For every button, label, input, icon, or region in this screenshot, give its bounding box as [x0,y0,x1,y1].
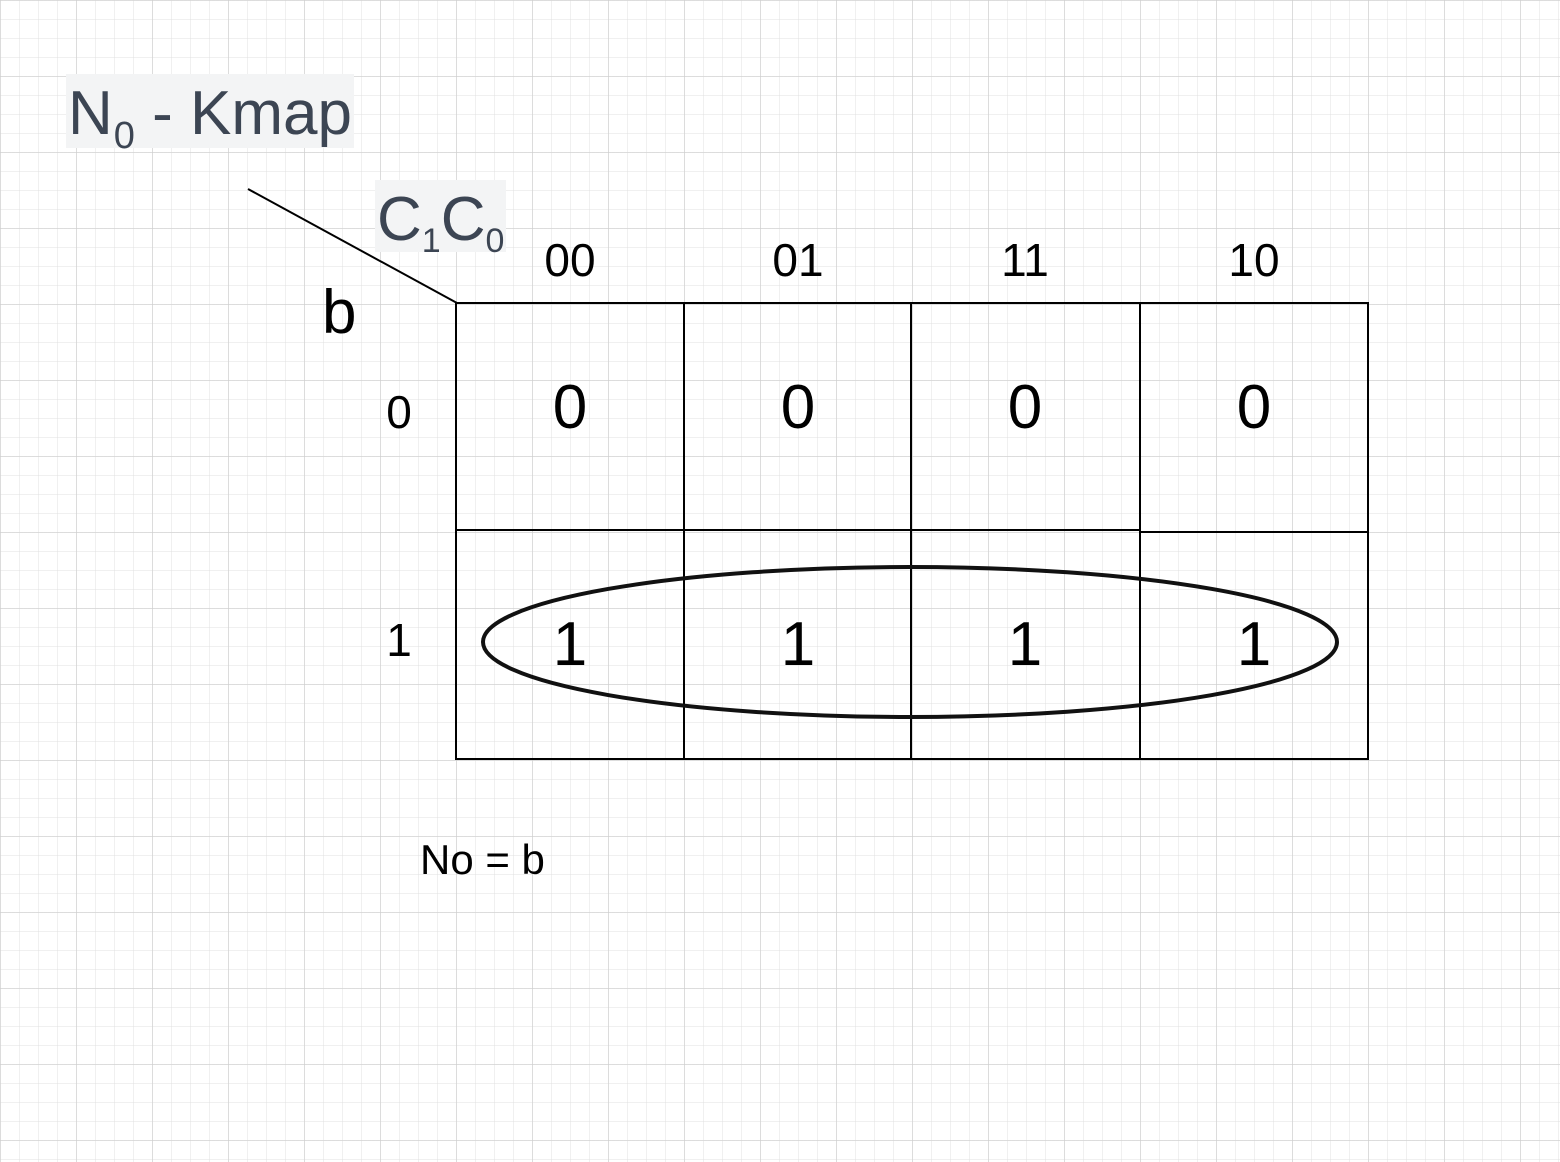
kmap-cell: 1 [1007,610,1043,679]
row-variable-label: b [322,278,357,347]
row-label-1: 1 [386,614,412,666]
column-label-10: 10 [1228,234,1280,286]
grouping-loop [481,565,1339,719]
row-label-0: 0 [386,386,412,438]
column-label-11: 11 [1001,234,1049,286]
c0-subscript: 0 [485,222,505,260]
c1-subscript: 1 [421,222,441,260]
title-text: - Kmap [134,79,352,148]
kmap-cell: 1 [780,610,816,679]
c0-variable: C [440,185,486,254]
kmap-cell: 0 [552,373,588,442]
column-variable-label: C1C0 [375,180,507,260]
column-label-01: 01 [772,234,824,286]
title-subscript: 0 [113,115,135,157]
diagonal-header-line [247,188,458,304]
title-variable: N [68,79,113,148]
c1-variable: C [377,185,422,254]
kmap-cell: 0 [1236,373,1272,442]
kmap-cell: 0 [780,373,816,442]
kmap-title: N0 - Kmap [66,74,354,157]
kmap-cell: 0 [1007,373,1043,442]
simplified-equation: No = b [420,836,545,883]
kmap-grid [455,302,1369,760]
column-label-00: 00 [544,234,596,286]
kmap-cell: 1 [1236,610,1272,679]
kmap-cell: 1 [552,610,588,679]
